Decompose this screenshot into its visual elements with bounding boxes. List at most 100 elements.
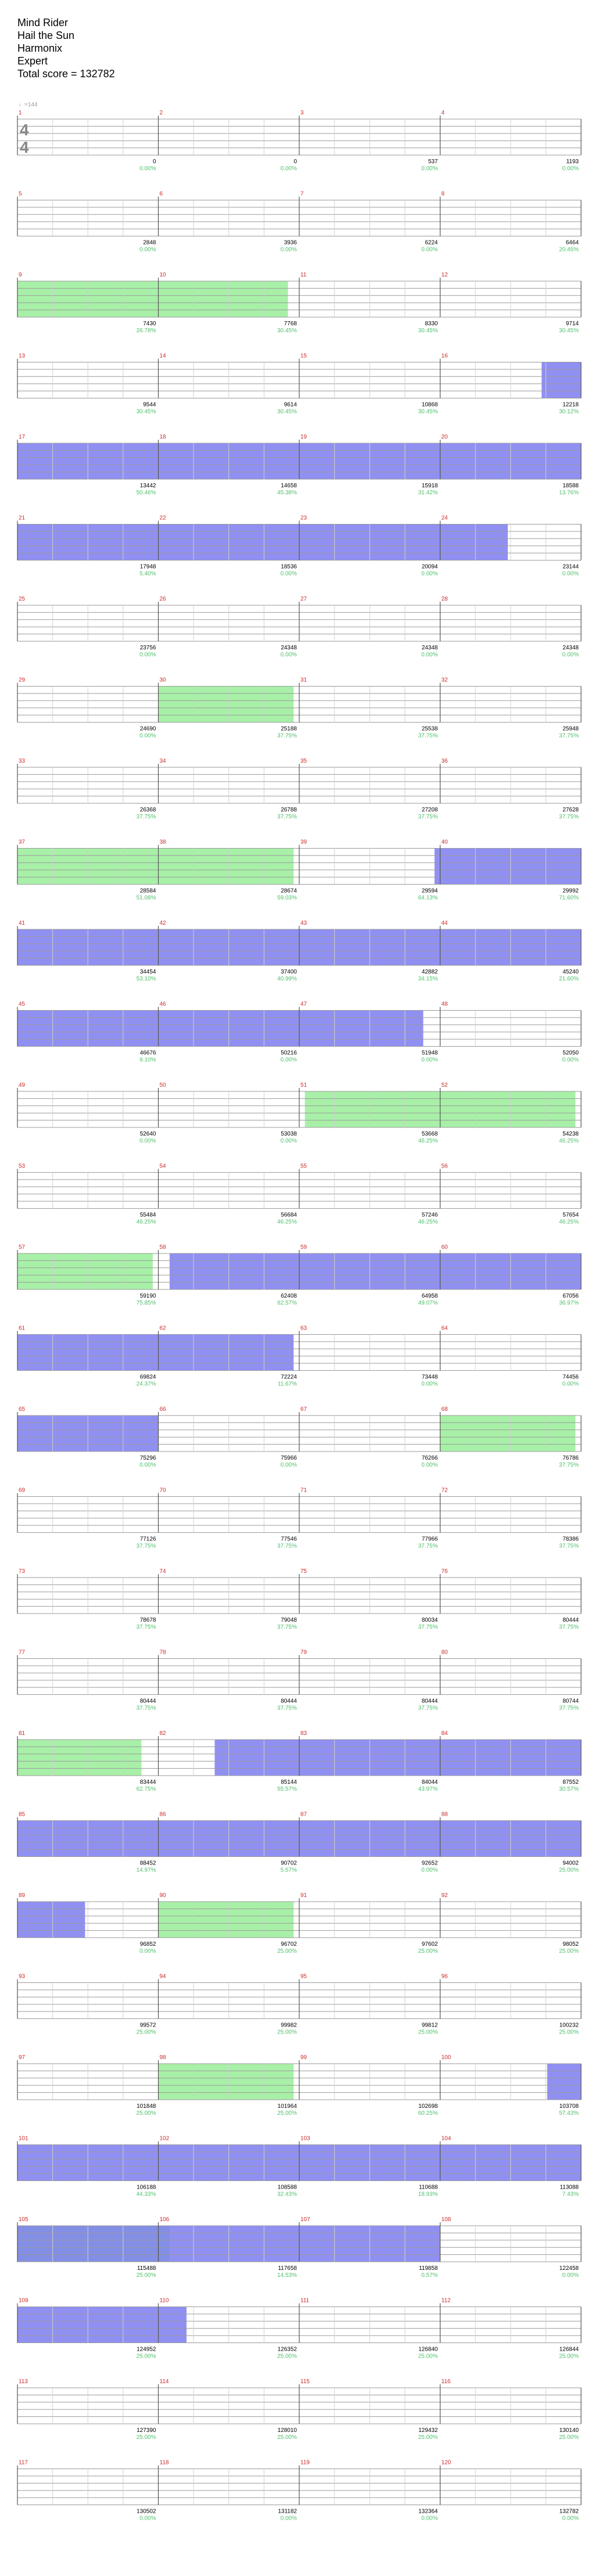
- measure-score: 12218: [562, 402, 579, 408]
- measure-overdrive-percent: 46.25%: [559, 1138, 579, 1144]
- measure-score: 77126: [140, 1536, 156, 1543]
- measure-overdrive-percent: 0.00%: [139, 166, 156, 172]
- measure-overdrive-percent: 0.00%: [562, 1057, 579, 1064]
- measure-number: 31: [300, 677, 307, 684]
- measure-overdrive-percent: 71.60%: [559, 895, 579, 901]
- measure-number: 117: [19, 2460, 28, 2466]
- overdrive-section: [17, 1010, 424, 1047]
- measure-number: 32: [442, 677, 449, 684]
- measure-overdrive-percent: 25.00%: [137, 2354, 156, 2360]
- measure-number: 67: [300, 1406, 307, 1413]
- measure-overdrive-percent: 0.00%: [281, 247, 297, 253]
- solo-section: [158, 686, 294, 723]
- measure-score: 26368: [140, 807, 156, 813]
- measure-number: 20: [442, 434, 449, 440]
- measure-overdrive-percent: 25.00%: [277, 1948, 297, 1955]
- measure-overdrive-percent: 0.00%: [421, 1867, 438, 1874]
- measure-overdrive-percent: 25.00%: [277, 2354, 297, 2360]
- measure-score: 78386: [562, 1536, 579, 1543]
- measure-score: 99982: [281, 2022, 297, 2029]
- measure-score: 9614: [284, 402, 298, 408]
- measure-overdrive-percent: 0.00%: [562, 2516, 579, 2522]
- measure-score: 56684: [281, 1212, 297, 1219]
- measure-overdrive-percent: 25.00%: [418, 2354, 438, 2360]
- measure-overdrive-percent: 25.00%: [137, 2272, 156, 2279]
- overdrive-section: [17, 1902, 85, 1938]
- measure-number: 8: [442, 191, 445, 197]
- measure-score: 2848: [143, 240, 156, 246]
- measure-score: 9544: [143, 402, 156, 408]
- measure-overdrive-percent: 0.00%: [139, 1138, 156, 1144]
- measure-overdrive-percent: 25.00%: [137, 2029, 156, 2036]
- measure-number: 74: [160, 1568, 167, 1575]
- measure-overdrive-percent: 13.76%: [559, 490, 579, 496]
- measure-overdrive-percent: 34.15%: [418, 976, 438, 982]
- measure-overdrive-percent: 18.93%: [418, 2191, 438, 2198]
- measure-score: 85144: [281, 1779, 297, 1785]
- measure-score: 79048: [281, 1617, 297, 1623]
- measure-number: 40: [442, 839, 449, 846]
- measure-overdrive-percent: 59.03%: [277, 895, 297, 901]
- measure-score: 80444: [281, 1698, 297, 1705]
- total-score: Total score = 132782: [17, 68, 115, 80]
- measure-number: 17: [19, 434, 26, 440]
- measure-score: 62408: [281, 1293, 297, 1299]
- measure-score: 117658: [278, 2265, 297, 2272]
- measure-number: 43: [300, 920, 307, 926]
- measure-number: 109: [19, 2298, 28, 2304]
- measure-number: 50: [160, 1082, 167, 1088]
- measure-score: 76266: [422, 1455, 438, 1461]
- measure-number: 76: [442, 1568, 449, 1575]
- measure-number: 95: [300, 1974, 307, 1980]
- measure-number: 30: [160, 677, 167, 684]
- measure-score: 3936: [284, 240, 298, 246]
- measure-score: 0: [153, 159, 156, 165]
- measure-number: 69: [19, 1488, 26, 1494]
- measure-number: 64: [442, 1325, 449, 1332]
- measure-overdrive-percent: 37.75%: [137, 1705, 156, 1712]
- measure-number: 54: [160, 1163, 167, 1170]
- measure-number: 75: [300, 1568, 307, 1575]
- measure-score: 24348: [422, 645, 438, 651]
- measure-overdrive-percent: 36.97%: [559, 1300, 579, 1306]
- measure-number: 3: [300, 110, 304, 116]
- measure-number: 47: [300, 1001, 307, 1008]
- measure-number: 28: [442, 596, 449, 602]
- measure-overdrive-percent: 37.75%: [277, 814, 297, 820]
- measure-score: 1193: [566, 159, 579, 165]
- measure-overdrive-percent: 25.00%: [559, 1948, 579, 1955]
- measure-score: 9714: [566, 321, 579, 327]
- measure-number: 97: [19, 2054, 26, 2061]
- measure-number: 81: [19, 1730, 26, 1737]
- measure-overdrive-percent: 32.43%: [277, 2191, 297, 2198]
- measure-overdrive-percent: 25.00%: [418, 1948, 438, 1955]
- measure-overdrive-percent: 25.00%: [418, 2434, 438, 2441]
- measure-number: 56: [442, 1163, 449, 1170]
- measure-overdrive-percent: 25.00%: [137, 2110, 156, 2117]
- measure-overdrive-percent: 43.97%: [418, 1786, 438, 1792]
- time-signature-top: 4: [20, 121, 29, 139]
- measure-overdrive-percent: 50.46%: [137, 490, 156, 496]
- measure-score: 122458: [560, 2265, 579, 2272]
- measure-number: 73: [19, 1568, 26, 1575]
- measure-score: 7430: [143, 321, 156, 327]
- measure-overdrive-percent: 26.78%: [137, 328, 156, 334]
- measure-overdrive-percent: 25.00%: [277, 2110, 297, 2117]
- measure-overdrive-percent: 25.00%: [277, 2029, 297, 2036]
- measure-number: 2: [160, 110, 163, 116]
- measure-overdrive-percent: 37.75%: [559, 1624, 579, 1630]
- measure-score: 55484: [140, 1212, 156, 1219]
- measure-number: 114: [160, 2379, 169, 2385]
- measure-number: 108: [442, 2216, 451, 2223]
- measure-score: 28674: [281, 888, 297, 894]
- measure-number: 87: [300, 1812, 307, 1818]
- measure-overdrive-percent: 0.00%: [562, 1381, 579, 1388]
- measure-score: 80444: [562, 1617, 579, 1623]
- measure-score: 130140: [560, 2427, 579, 2434]
- measure-overdrive-percent: 37.75%: [559, 1543, 579, 1550]
- measure-number: 112: [442, 2298, 451, 2304]
- measure-number: 96: [442, 1974, 449, 1980]
- measure-score: 103708: [560, 2103, 579, 2110]
- overdrive-section: [434, 848, 581, 885]
